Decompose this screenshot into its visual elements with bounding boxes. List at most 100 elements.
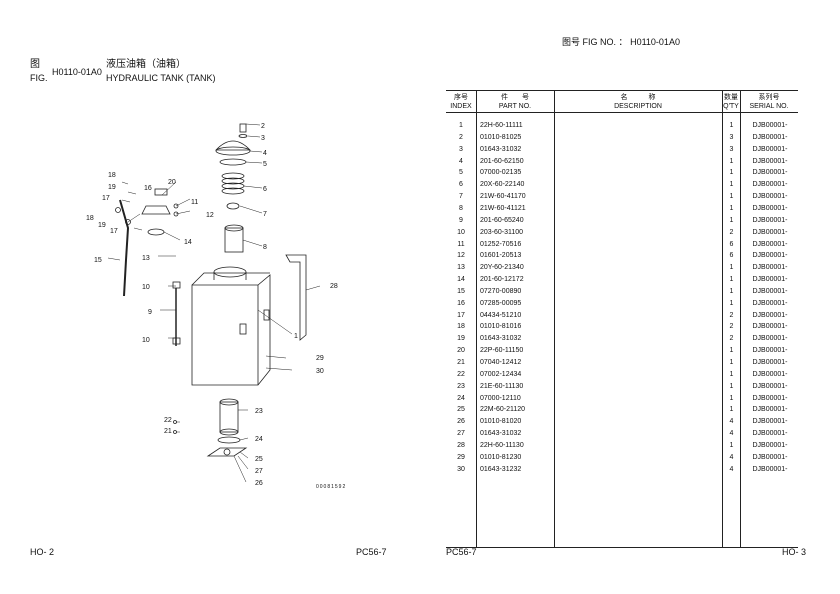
o-ring-part [217,436,241,444]
right-page-number: HO- 3 [782,547,807,557]
row-serial: DJB00001- [752,264,788,272]
row-serial: DJB00001- [752,335,788,343]
row-qty: 1 [729,394,734,402]
callout-29: 29 [316,355,324,362]
row-qty: 1 [729,157,734,165]
valve-part [226,202,240,210]
table-row: 14201-60-12172加油口管......................… [446,274,798,286]
row-serial: DJB00001- [752,382,788,390]
row-index: 6 [459,181,463,189]
header-index-cn: 序号 [454,94,468,101]
gasket-part [147,228,165,236]
row-qty: 1 [729,287,734,295]
header-serial-en: SERIAL NO. [749,103,789,110]
row-index: 17 [457,311,465,319]
row-part-no: 07000-02135 [480,169,522,177]
callout-6: 6 [263,186,267,193]
row-qty: 1 [729,276,734,284]
row-index: 21 [457,359,465,366]
row-qty: 4 [729,430,734,438]
row-index: 24 [457,394,465,402]
row-part-no: 01643-31032 [480,145,522,153]
callout-10a: 10 [142,284,150,291]
fig-ref: 图号 FIG NO. ： H0110-01A0 [562,38,680,47]
fig-label-en: FIG. [30,73,48,83]
callout-21: 21 [164,428,172,435]
row-serial: DJB00001- [752,430,788,438]
fig-ref-en: FIG NO. [582,37,617,47]
header-desc-en: DESCRIPTION [614,103,662,110]
row-serial: DJB00001- [752,133,788,141]
row-index: 13 [457,264,465,272]
parts-table: 序号 INDEX 件 号 PART NO. 名 称 DESCRIPTION 数量… [446,90,798,548]
row-qty: 1 [729,216,734,224]
row-serial: DJB00001- [752,418,788,426]
header-index-en: INDEX [450,103,472,110]
table-row: 1607285-00095管夹.........................… [446,298,798,310]
callout-18a: 18 [108,172,116,179]
row-part-no: 201-60-12172 [480,276,524,284]
row-serial: DJB00001- [752,287,788,295]
table-row: 2321E-60-11130粗滤器.......................… [446,381,798,393]
row-serial: DJB00001- [752,181,788,189]
row-serial: DJB00001- [752,193,788,201]
header-description: 名 称 DESCRIPTION [554,93,722,111]
row-part-no: 20Y-60-21340 [480,264,524,272]
callout-18b: 18 [86,215,94,222]
row-part-no: 20X-60-22140 [480,181,525,189]
row-index: 15 [457,287,465,295]
row-qty: 1 [729,264,734,272]
row-part-no: 01010-81016 [480,323,522,331]
row-qty: 2 [729,311,734,319]
table-row: 1507270-00890管..........................… [446,286,798,298]
row-serial: DJB00001- [752,299,788,307]
filler-neck-part [141,205,171,215]
row-qty: 1 [729,181,734,189]
row-serial: DJB00001- [752,311,788,319]
header-desc-cn: 名 称 [620,94,656,101]
title-en: HYDRAULIC TANK (TANK) [106,73,216,83]
row-index: 20 [457,347,465,355]
row-qty: 4 [729,453,734,461]
row-serial: DJB00001- [752,347,788,355]
callout-13: 13 [142,255,150,262]
callout-17b: 17 [110,228,118,235]
row-index: 14 [457,276,465,284]
row-qty: 1 [729,204,734,212]
row-part-no: 01601-20513 [480,252,522,260]
right-model: PC56-7 [446,547,477,557]
header-index: 序号 INDEX [446,93,476,111]
table-row: 301643-31032垫圈..........................… [446,144,798,156]
callout-5: 5 [263,161,267,168]
table-row: 2522M-60-21120管.........................… [446,404,798,416]
left-model: PC56-7 [356,547,387,557]
sheet-plate [285,254,307,341]
fig-label-cn: 图 [30,59,40,70]
table-row: 821W-60-41121滤芯.........................… [446,203,798,215]
row-part-no: 01010-81025 [480,133,522,141]
row-index: 3 [459,145,463,153]
row-part-no: 01643-31032 [480,335,522,343]
table-row: 1201601-20513垫圈.........................… [446,250,798,262]
row-qty: 6 [729,240,734,248]
row-part-no: 01643-31232 [480,465,522,473]
callout-labels: 2 3 4 5 6 7 8 11 12 20 16 18 19 17 18 19… [86,123,345,490]
row-qty: 1 [729,359,734,366]
row-serial: DJB00001- [752,370,788,378]
fig-ref-value: H0110-01A0 [630,37,680,47]
row-index: 22 [457,370,465,378]
row-qty: 2 [729,335,734,343]
row-serial: DJB00001- [752,169,788,177]
row-serial: DJB00001- [752,145,788,153]
callout-25: 25 [255,456,263,463]
row-qty: 1 [729,299,734,307]
row-serial: DJB00001- [752,276,788,284]
row-serial: DJB00001- [752,323,788,331]
header-qty-cn: 数量 [724,94,738,101]
row-index: 16 [457,299,465,307]
callout-26: 26 [255,480,263,487]
header-part-en: PART NO. [498,103,532,110]
row-serial: DJB00001- [752,122,788,129]
exploded-parts-diagram: 2 3 4 5 6 7 8 11 12 20 16 18 19 17 18 19… [86,123,345,490]
